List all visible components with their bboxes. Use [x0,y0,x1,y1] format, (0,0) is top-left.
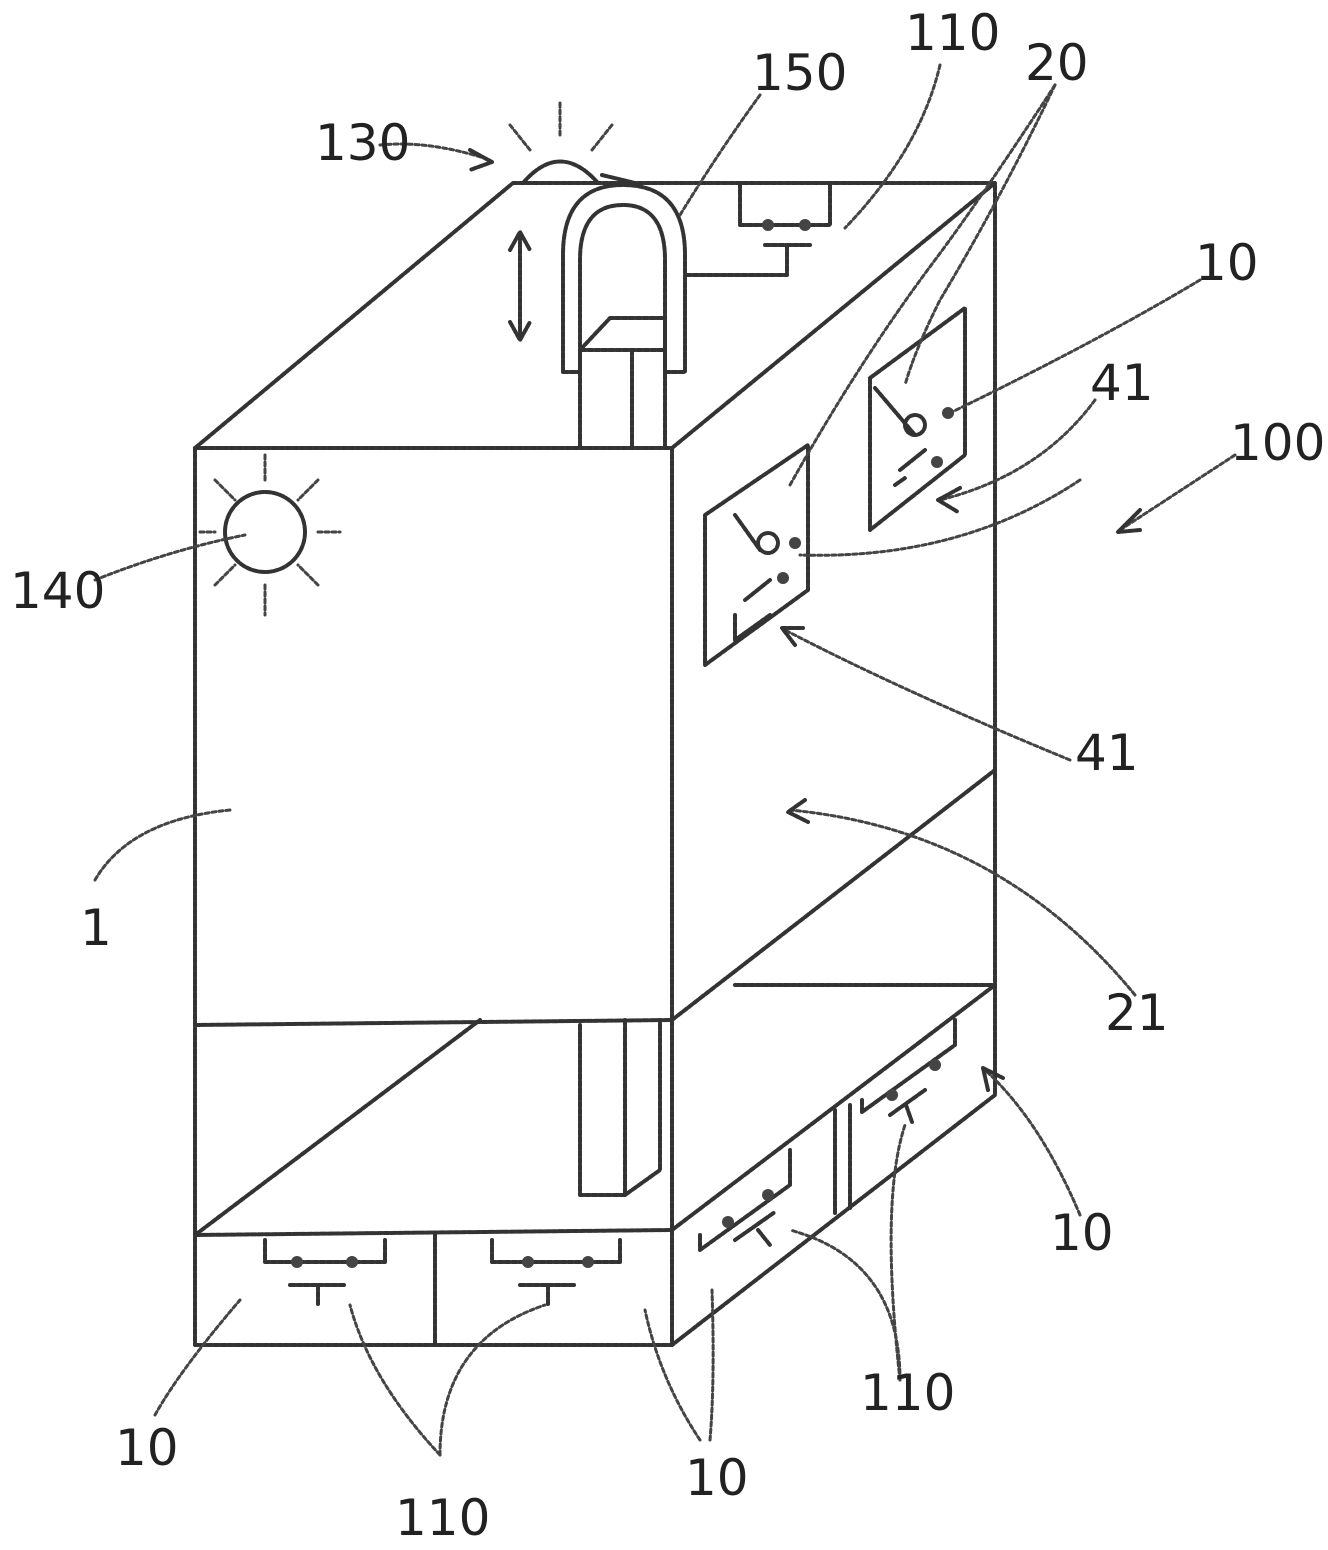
label-130: 130 [315,114,410,172]
label-110-top: 110 [905,4,1000,62]
box-body [195,183,995,1345]
reference-labels: 130 150 110 20 10 41 100 140 41 1 21 10 … [10,4,1325,1547]
label-10-bottom-left: 10 [115,1419,179,1477]
label-110-bottom: 110 [395,1489,490,1547]
label-140: 140 [10,562,105,620]
label-41-lower: 41 [1075,724,1139,782]
label-10-right: 10 [1050,1204,1114,1262]
label-100: 100 [1230,414,1325,472]
top-switch [685,183,830,275]
label-150: 150 [752,44,847,102]
lamp-light [200,455,340,615]
label-10-bottom-mid: 10 [685,1449,749,1507]
label-20: 20 [1025,34,1089,92]
label-21: 21 [1105,984,1169,1042]
label-110-bottom-right: 110 [860,1364,955,1422]
label-1: 1 [80,899,112,957]
beacon-light [510,103,635,183]
side-switches [700,1020,955,1250]
front-switches [265,1240,620,1305]
label-10-top: 10 [1195,234,1259,292]
label-41-upper: 41 [1090,354,1154,412]
telescopic-handle [510,185,685,1195]
